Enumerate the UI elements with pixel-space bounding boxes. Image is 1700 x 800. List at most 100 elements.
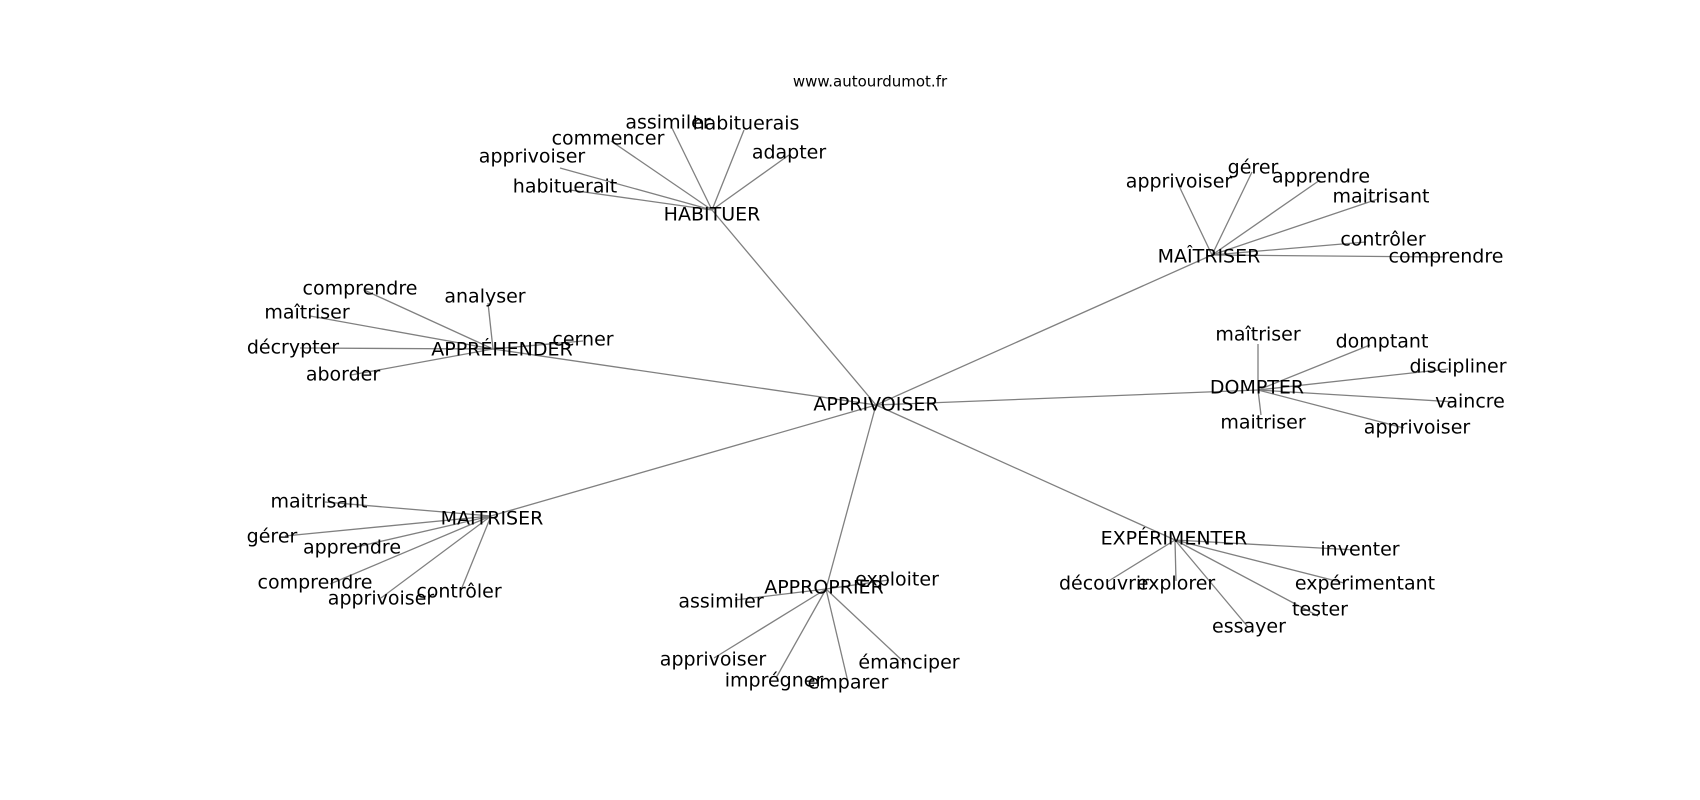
node-leaf-maitriser: gérer <box>247 526 298 548</box>
node-leaf-approprier: apprivoiser <box>660 649 767 671</box>
edges <box>284 127 1457 683</box>
node-hub-habituer: HABITUER <box>664 204 761 226</box>
edge-approprier-0 <box>825 579 890 590</box>
node-leaf-maitriser: apprendre <box>303 537 401 559</box>
node-hub-approprier: APPROPRIER <box>764 577 884 599</box>
edge-dompter-1 <box>1257 344 1371 391</box>
edge-approprier-2 <box>713 588 827 659</box>
edge-dompter-3 <box>1257 389 1457 403</box>
node-leaf-habituer: assimiler <box>625 112 710 134</box>
edge-apprehender-4 <box>299 347 494 350</box>
node-leaf-maitriser: comprendre <box>258 572 373 594</box>
node-leaf-apprehender: analyser <box>444 286 525 308</box>
node-leaf-apprehender: cerner <box>552 329 613 351</box>
labels: www.autourdumot.fr habituerait apprivoise… <box>247 73 1507 694</box>
node-leaf-maitriser-accent: apprendre <box>1272 166 1370 188</box>
edge-habituer-4 <box>711 129 745 211</box>
node-leaf-maitriser-accent: maitrisant <box>1332 186 1429 208</box>
edge-center-habituer <box>711 209 877 406</box>
edge-center-maitriser <box>490 404 877 517</box>
node-leaf-dompter: maitriser <box>1220 412 1306 434</box>
node-hub-maitriser-accent: MAÎTRISER <box>1158 245 1261 268</box>
edge-habituer-3 <box>671 127 713 211</box>
edge-center-approprier <box>825 404 877 590</box>
edge-approprier-4 <box>825 588 849 683</box>
edge-maitriser-4 <box>380 515 492 599</box>
edge-apprehender-1 <box>487 302 494 350</box>
node-leaf-maitriser: apprivoiser <box>328 588 435 610</box>
edge-maitriser-accent-4 <box>1211 241 1367 256</box>
node-leaf-habituer: habituerais <box>693 113 800 135</box>
edge-maitriser-accent-2 <box>1211 179 1321 256</box>
edge-dompter-5 <box>1257 389 1405 429</box>
node-leaf-dompter: apprivoiser <box>1364 417 1471 439</box>
edge-experimenter-5 <box>1106 539 1176 583</box>
edge-maitriser-3 <box>329 515 492 585</box>
edge-experimenter-1 <box>1174 539 1345 584</box>
edge-maitriser-accent-0 <box>1179 187 1213 256</box>
edge-center-experimenter <box>875 404 1176 541</box>
node-leaf-apprehender: aborder <box>306 364 381 386</box>
node-leaf-experimenter: essayer <box>1212 616 1286 638</box>
edge-experimenter-0 <box>1174 539 1357 551</box>
edge-experimenter-4 <box>1174 539 1177 582</box>
edge-center-maitriser-accent <box>875 254 1213 406</box>
edge-habituer-1 <box>559 167 713 211</box>
edge-maitriser-accent-3 <box>1211 198 1379 256</box>
node-leaf-approprier: assimiler <box>678 591 763 613</box>
edge-maitriser-1 <box>284 515 492 537</box>
node-leaf-experimenter: inventer <box>1320 539 1399 561</box>
node-leaf-maitriser-accent: gérer <box>1228 157 1279 179</box>
edge-maitriser-5 <box>460 515 492 591</box>
edge-approprier-1 <box>734 588 827 601</box>
node-leaf-experimenter: tester <box>1292 599 1348 621</box>
node-leaf-dompter: domptant <box>1336 331 1429 353</box>
node-leaf-experimenter: explorer <box>1137 573 1216 595</box>
edge-maitriser-accent-1 <box>1211 171 1253 256</box>
node-leaf-maitriser-accent: comprendre <box>1389 246 1504 268</box>
node-leaf-experimenter: découvrir <box>1059 573 1149 595</box>
edge-habituer-2 <box>610 140 713 211</box>
edge-dompter-2 <box>1257 368 1449 391</box>
edge-center-dompter <box>875 389 1259 406</box>
node-leaf-maitriser-accent: contrôler <box>1340 229 1426 251</box>
edge-maitriser-accent-5 <box>1211 254 1446 258</box>
node-leaf-habituer: commencer <box>552 128 665 150</box>
node-leaf-dompter: discipliner <box>1409 356 1506 378</box>
node-leaf-habituer: habituerait <box>513 176 617 198</box>
node-leaf-maitriser: contrôler <box>416 581 502 603</box>
node-hub-maitriser: MAITRISER <box>441 508 544 530</box>
edge-maitriser-2 <box>351 515 492 549</box>
edge-center-apprehender <box>492 348 877 406</box>
node-leaf-apprehender: décrypter <box>247 337 339 359</box>
edge-apprehender-5 <box>350 348 494 376</box>
node-hub-dompter: DOMPTER <box>1210 377 1304 399</box>
node-center: APPRIVOISER <box>813 394 938 416</box>
node-leaf-approprier: imprégner <box>725 670 824 692</box>
edge-apprehender-3 <box>492 340 584 350</box>
edge-habituer-5 <box>711 154 790 211</box>
node-leaf-experimenter: expérimentant <box>1295 573 1435 595</box>
edge-approprier-3 <box>775 588 827 679</box>
edge-maitriser-0 <box>324 501 492 517</box>
edge-apprehender-0 <box>363 289 494 350</box>
node-leaf-maitriser: maitrisant <box>270 491 367 513</box>
edge-experimenter-2 <box>1174 539 1319 617</box>
edge-apprehender-2 <box>309 315 494 350</box>
node-hub-experimenter: EXPÉRIMENTER <box>1101 527 1248 550</box>
edge-experimenter-3 <box>1174 539 1249 628</box>
node-leaf-dompter: maîtriser <box>1215 324 1301 346</box>
node-leaf-apprehender: comprendre <box>303 278 418 300</box>
node-leaf-dompter: vaincre <box>1435 391 1505 413</box>
node-leaf-apprehender: maîtriser <box>264 302 350 324</box>
node-leaf-habituer: adapter <box>752 142 827 164</box>
edge-dompter-4 <box>1257 389 1262 416</box>
node-leaf-approprier: exploiter <box>855 569 939 591</box>
node-hub-apprehender: APPRÉHENDER <box>431 338 572 361</box>
watermark-text: www.autourdumot.fr <box>793 73 948 91</box>
node-leaf-habituer: apprivoiser <box>479 146 586 168</box>
node-leaf-approprier: émanciper <box>858 652 959 674</box>
edge-habituer-0 <box>569 189 713 211</box>
edge-approprier-5 <box>825 588 907 665</box>
